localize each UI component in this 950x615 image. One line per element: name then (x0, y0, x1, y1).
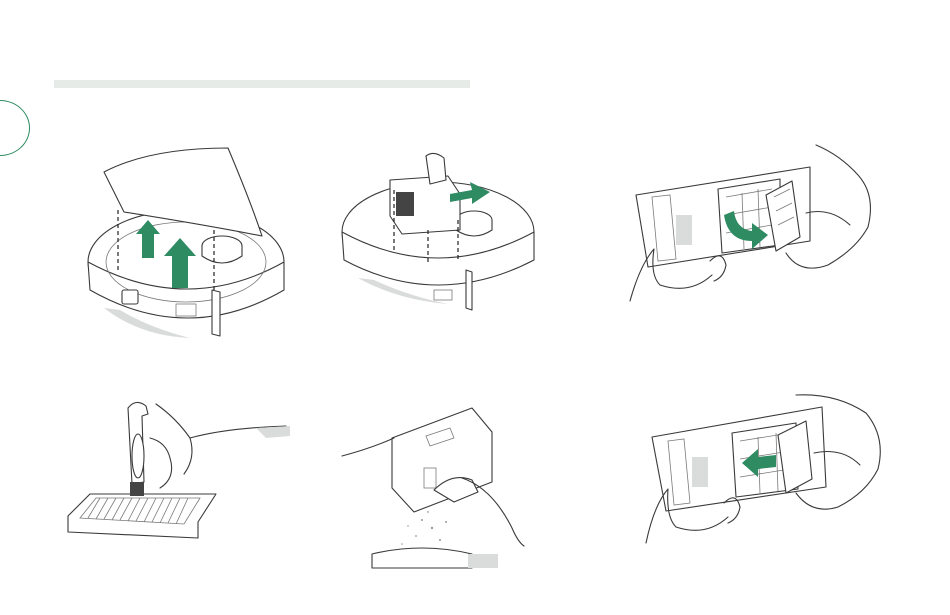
pull-out-dustbin-illustration (338, 150, 548, 330)
brush-filter-illustration (66, 398, 291, 543)
section-title-bar (54, 80, 470, 88)
step-indicator-circle (0, 100, 30, 156)
empty-dustbin-illustration (342, 408, 532, 568)
open-filter-cover-illustration (630, 145, 880, 305)
insert-filter-illustration (646, 393, 886, 553)
lift-top-cover-illustration (80, 140, 300, 350)
